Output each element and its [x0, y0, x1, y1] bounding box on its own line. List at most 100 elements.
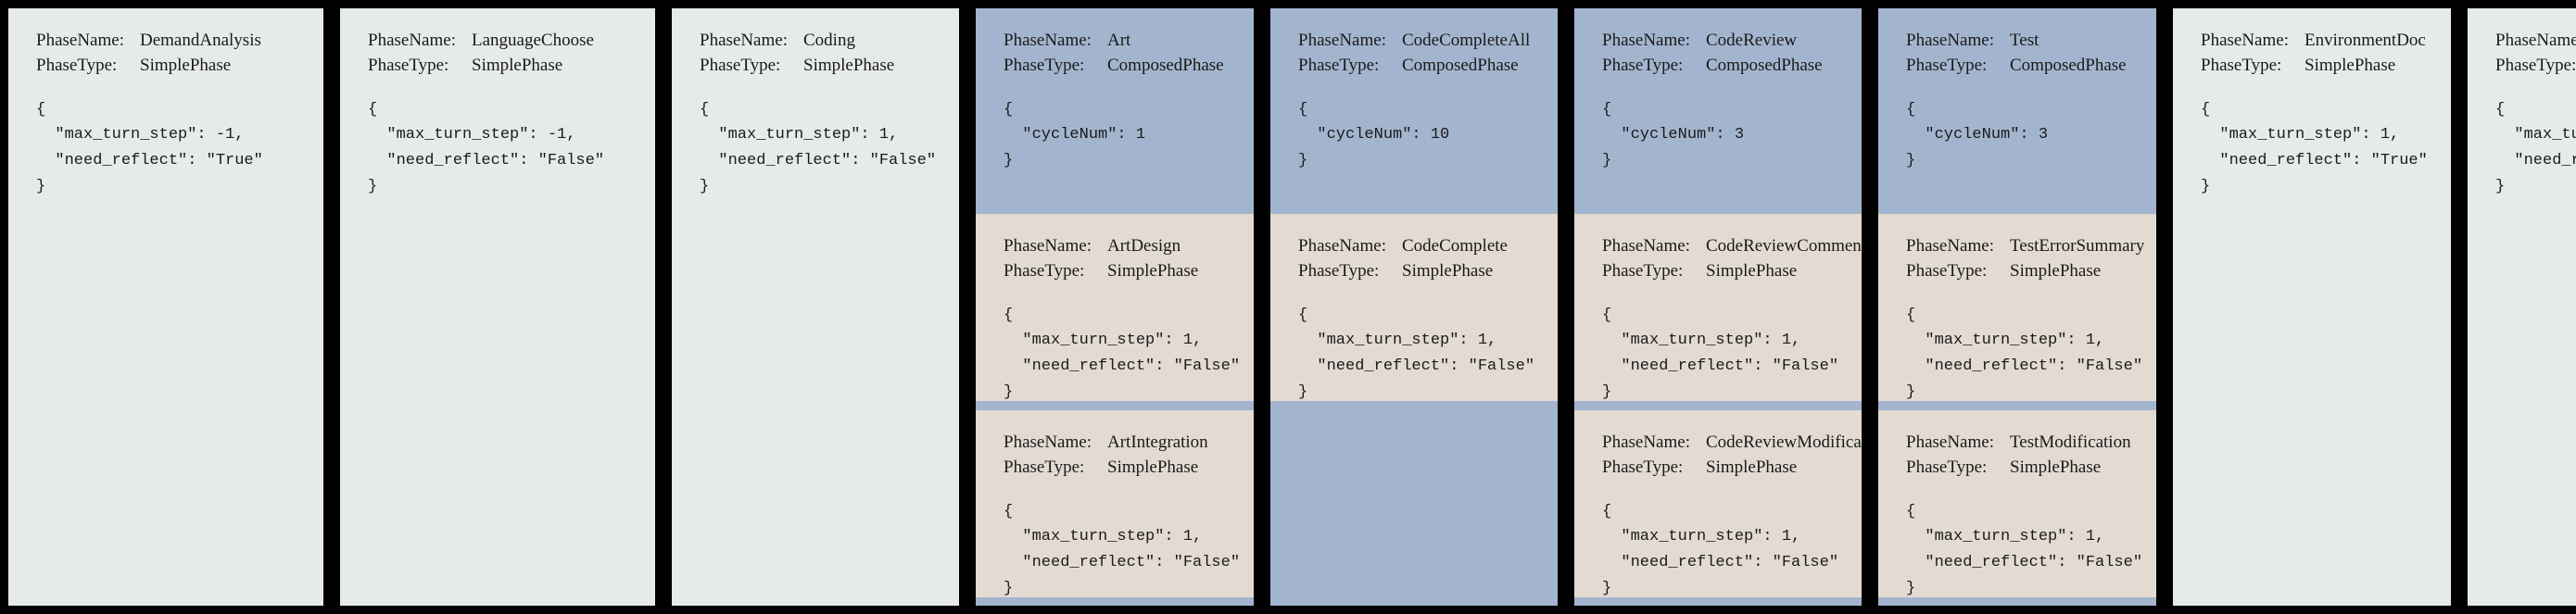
phase-type-label: PhaseType: — [1906, 260, 1988, 281]
phase-name-line: PhaseName: DemandAnalysis — [36, 29, 296, 54]
phase-name-value: CodeReviewModification — [1706, 432, 1862, 452]
composed-phase-divider — [1270, 205, 1558, 214]
phase-type-label: PhaseType: — [2201, 55, 2282, 75]
phase-name-line: PhaseName: TestModification — [1906, 431, 2131, 456]
phase-name-value: TestErrorSummary — [2010, 236, 2145, 256]
composed-phase-divider — [1878, 401, 2156, 410]
phase-config-json: { "max_turn_step": 1, "need_reflect": "F… — [1602, 502, 1839, 597]
phase-config-json: { "max_turn_step": 1, "need_reflect": "T… — [2201, 100, 2428, 195]
composed-phase-divider — [976, 401, 1254, 410]
phase-type-line: PhaseType: SimplePhase — [2201, 54, 2423, 79]
phase-name-label: PhaseName: — [1298, 236, 1386, 256]
phase-name-line: PhaseName: CodeComplete — [1298, 234, 1530, 259]
composed-phase-divider — [1574, 205, 1862, 214]
phase-config-json: { "max_turn_step": 1, "need_reflect": "F… — [1004, 306, 1241, 401]
phase-type-line: PhaseType:SimplePhase — [1004, 456, 1226, 481]
phase-config-json: { "max_turn_step": 1, "need_reflect": "F… — [2495, 100, 2576, 195]
phase-config-json: { "cycleNum": 3 } — [1906, 100, 2049, 169]
phase-type-value: SimplePhase — [2305, 55, 2396, 75]
phase-name-line: PhaseName:ArtDesign — [1004, 234, 1226, 259]
phase-type-label: PhaseType: — [1602, 260, 1684, 281]
phase-type-value: ComposedPhase — [1107, 55, 1224, 75]
phase-name-label: PhaseName: — [36, 31, 124, 50]
phase-name-line: PhaseName: CodeReview — [1602, 29, 1834, 54]
phase-type-value: SimplePhase — [2010, 260, 2102, 281]
phase-config-json: { "max_turn_step": 1, "need_reflect": "F… — [1602, 306, 1839, 401]
phase-type-line: PhaseType:ComposedPhase — [1906, 54, 2128, 79]
phase-name-label: PhaseName: — [1004, 31, 1092, 50]
phase-config-json: { "max_turn_step": 1, "need_reflect": "F… — [1298, 306, 1535, 401]
phase-name-label: PhaseName: — [1602, 31, 1690, 50]
phase-type-line: PhaseType:SimplePhase — [1906, 456, 2128, 481]
phase-type-label: PhaseType: — [700, 55, 781, 75]
phase-name-label: PhaseName: — [1004, 432, 1092, 452]
phase-name-label: PhaseName: — [368, 31, 456, 50]
phase-type-value: ComposedPhase — [1402, 55, 1519, 75]
phase-name-label: PhaseName: — [1906, 236, 1994, 256]
phase-type-line: PhaseType: ComposedPhase — [1298, 54, 1530, 79]
phase-name-value: ArtIntegration — [1107, 432, 1208, 452]
phase-name-value: TestModification — [2010, 432, 2131, 452]
phase-type-line: PhaseType: SimplePhase — [1906, 259, 2128, 284]
phase-name-label: PhaseName: — [1906, 432, 1994, 452]
phase-name-label: PhaseName: — [1298, 31, 1386, 50]
phase-type-line: PhaseType:SimplePhase — [700, 54, 931, 79]
phase-config-json: { "max_turn_step": -1, "need_reflect": "… — [36, 100, 263, 195]
phase-name-value: CodeReviewComment — [1706, 236, 1862, 256]
phase-type-label: PhaseType: — [1602, 55, 1684, 75]
phase-type-label: PhaseType: — [1298, 260, 1380, 281]
phase-name-value: CodeReview — [1706, 31, 1798, 50]
phase-type-line: PhaseType:ComposedPhase — [1602, 54, 1834, 79]
composed-phase-divider — [976, 597, 1254, 606]
phase-type-label: PhaseType: — [1298, 55, 1380, 75]
phase-name-line: PhaseName: Art — [1004, 29, 1226, 54]
phase-type-line: PhaseType: SimplePhase — [1004, 259, 1226, 284]
phase-type-line: PhaseType: ComposedPhase — [1004, 54, 1226, 79]
phase-name-value: LanguageChoose — [472, 31, 594, 50]
phase-name-value: Art — [1107, 31, 1131, 50]
phase-name-line: PhaseName: EnvironmentDoc — [2201, 29, 2426, 54]
phase-name-label: PhaseName: — [700, 31, 788, 50]
phase-type-label: PhaseType: — [2495, 55, 2576, 75]
phase-name-label: PhaseName: — [1602, 236, 1690, 256]
phase-type-line: PhaseType: SimplePhase — [1298, 259, 1530, 284]
phase-name-label: PhaseName: — [2201, 31, 2289, 50]
phase-name-value: ArtDesign — [1107, 236, 1181, 256]
phase-card-codereviewmodification[interactable]: PhaseName:CodeReviewModificationPhaseTyp… — [1574, 410, 1862, 597]
phase-card-manual[interactable]: PhaseName:ManualPhaseType:SimplePhase{ "… — [2468, 8, 2576, 606]
phase-name-value: DemandAnalysis — [140, 31, 261, 50]
phase-name-value: CodeComplete — [1402, 236, 1508, 256]
phase-type-value: SimplePhase — [1402, 260, 1494, 281]
phase-config-json: { "cycleNum": 10 } — [1298, 100, 1450, 169]
phase-type-value: SimplePhase — [1107, 260, 1199, 281]
phase-type-label: PhaseType: — [368, 55, 449, 75]
composed-phase-divider — [1574, 597, 1862, 606]
phase-type-label: PhaseType: — [1004, 55, 1085, 75]
phase-name-line: PhaseName: ArtIntegration — [1004, 431, 1226, 456]
phase-name-value: Coding — [803, 31, 855, 50]
phase-type-value: SimplePhase — [140, 55, 232, 75]
phase-type-label: PhaseType: — [1004, 260, 1085, 281]
phase-name-value: EnvironmentDoc — [2305, 31, 2426, 50]
phase-config-json: { "max_turn_step": 1, "need_reflect": "F… — [1906, 306, 2143, 401]
